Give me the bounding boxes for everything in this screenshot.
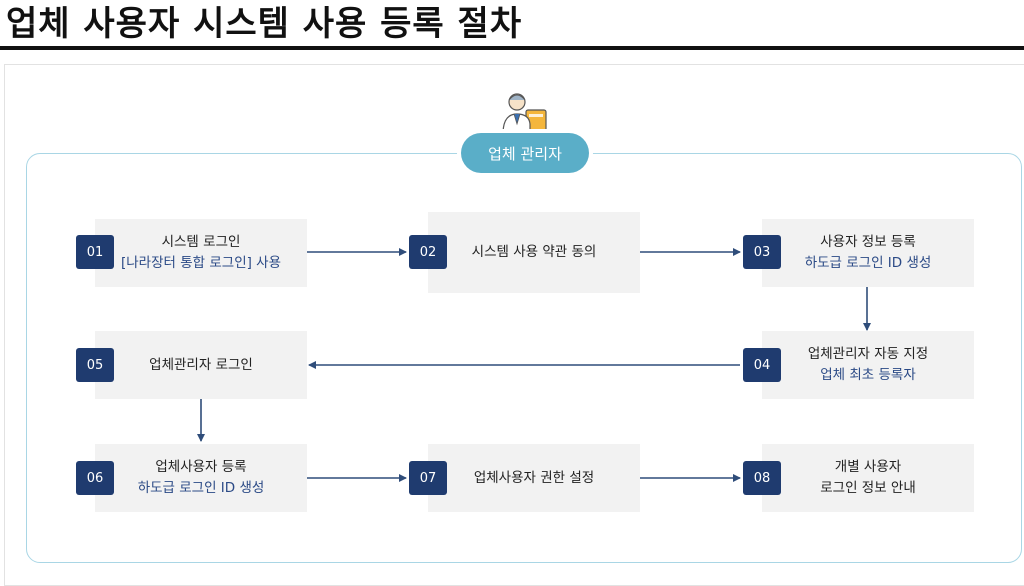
admin-person-icon <box>502 93 547 134</box>
step-08-title: 개별 사용자 <box>834 459 902 475</box>
step-01-number: 01 <box>76 235 114 269</box>
title-underline <box>0 46 1024 50</box>
step-08-subtitle: 로그인 정보 안내 <box>820 480 916 496</box>
role-label-admin: 업체 관리자 <box>461 133 589 173</box>
step-07-box: 업체사용자 권한 설정 <box>428 444 640 512</box>
step-05-box: 업체관리자 로그인 <box>95 331 307 399</box>
step-02-title: 시스템 사용 약관 동의 <box>471 244 597 260</box>
step-04-box: 업체관리자 자동 지정 업체 최초 등록자 <box>762 331 974 399</box>
flow-arrows <box>197 248 871 482</box>
step-02-number: 02 <box>409 235 447 269</box>
step-03-subtitle: 하도급 로그인 ID 생성 <box>804 255 932 271</box>
step-04-number: 04 <box>743 348 781 382</box>
step-01-title: 시스템 로그인 <box>161 234 241 250</box>
step-06-number: 06 <box>76 461 114 495</box>
step-02-box: 시스템 사용 약관 동의 <box>428 212 640 293</box>
step-08-box: 개별 사용자 로그인 정보 안내 <box>762 444 974 512</box>
step-04-title: 업체관리자 자동 지정 <box>807 346 929 362</box>
step-05-title: 업체관리자 로그인 <box>149 356 253 373</box>
step-08-number: 08 <box>743 461 781 495</box>
step-03-number: 03 <box>743 235 781 269</box>
step-06-box: 업체사용자 등록 하도급 로그인 ID 생성 <box>95 444 307 512</box>
step-05-number: 05 <box>76 348 114 382</box>
step-01-box: 시스템 로그인 [나라장터 통합 로그인] 사용 <box>95 219 307 287</box>
step-06-title: 업체사용자 등록 <box>155 459 247 475</box>
page-title: 업체 사용자 시스템 사용 등록 절차 <box>6 4 523 44</box>
step-07-number: 07 <box>409 461 447 495</box>
step-03-box: 사용자 정보 등록 하도급 로그인 ID 생성 <box>762 219 974 287</box>
step-07-title: 업체사용자 권한 설정 <box>473 469 595 486</box>
step-06-subtitle: 하도급 로그인 ID 생성 <box>137 480 265 496</box>
step-01-subtitle: [나라장터 통합 로그인] 사용 <box>120 255 282 271</box>
step-03-title: 사용자 정보 등록 <box>820 234 916 250</box>
step-04-subtitle: 업체 최초 등록자 <box>820 367 916 383</box>
